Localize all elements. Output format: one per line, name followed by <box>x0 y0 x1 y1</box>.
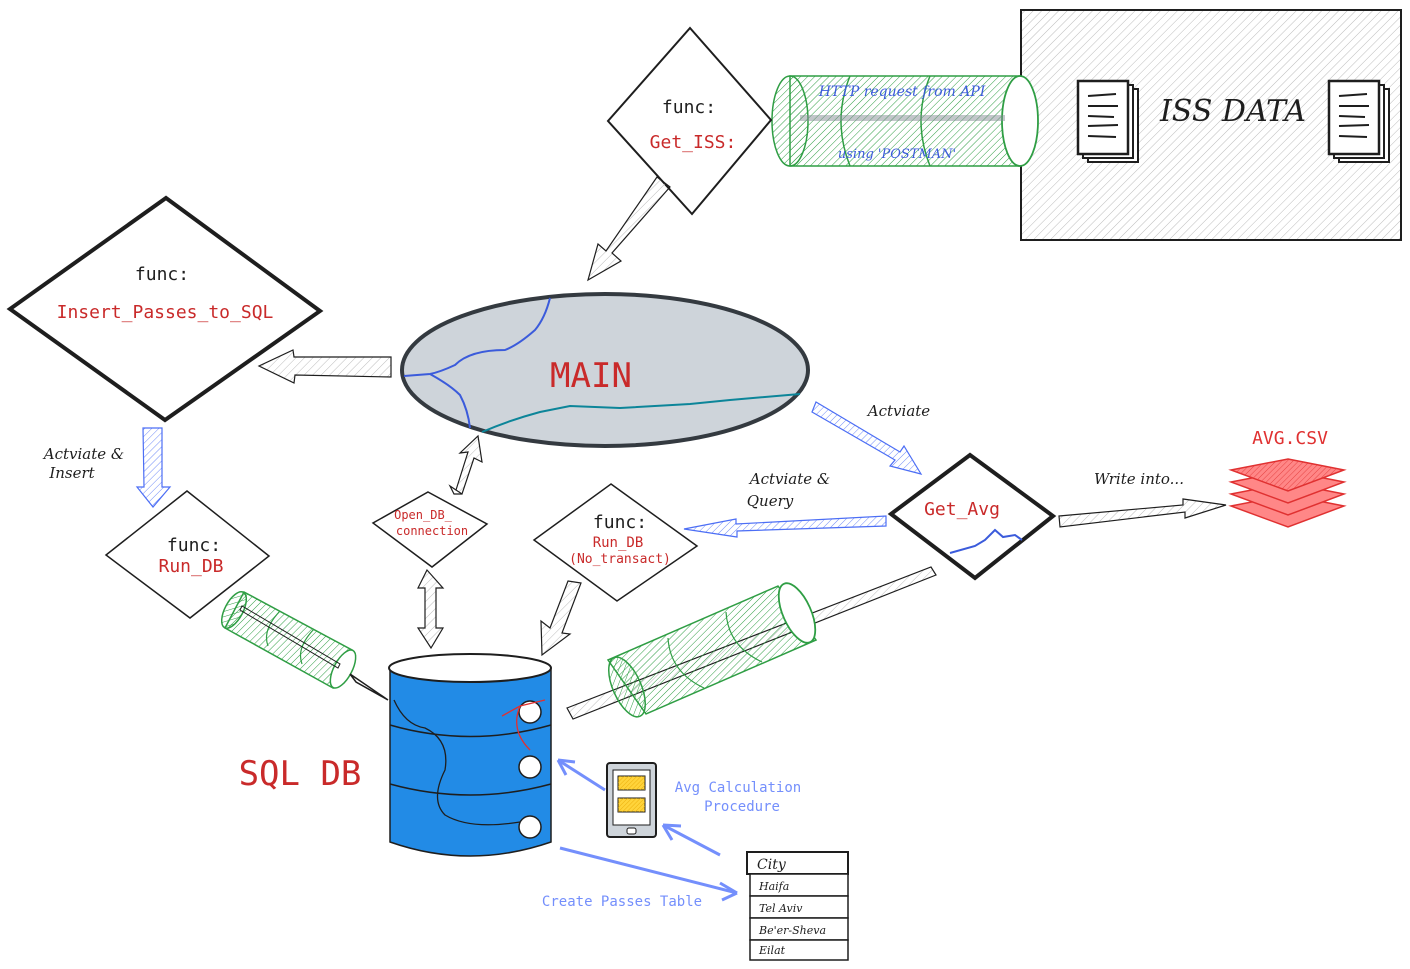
annotation-write-into: Write into... <box>1094 470 1184 488</box>
document-stack-icon <box>1076 79 1139 163</box>
avg-csv-label: AVG.CSV <box>1252 428 1328 449</box>
run-db-mid-sub: (No_transact) <box>569 552 671 567</box>
open-db-line1: Open_DB_ <box>394 508 453 522</box>
city-table-row: Be'er-Sheva <box>758 924 826 937</box>
arrow-main-to-insert <box>257 349 392 384</box>
get-avg-name: Get_Avg <box>924 499 1000 520</box>
avg-procedure-line2: Procedure <box>704 799 780 815</box>
api-pipe: HTTP request from API using 'POSTMAN' <box>771 75 1039 167</box>
iss-data-title: ISS DATA <box>1159 94 1306 129</box>
city-table-row: Eilat <box>758 944 786 957</box>
document-stack-icon <box>1327 79 1390 163</box>
avg-procedure-line1: Avg Calculation <box>675 780 801 796</box>
sqldb-to-getavg-pipe <box>566 566 937 720</box>
run-db-left-name: Run_DB <box>158 556 223 577</box>
insert-func-label: func: <box>135 264 189 285</box>
api-postman-text: using 'POSTMAN' <box>838 147 956 162</box>
city-table-row: Tel Aviv <box>759 902 803 915</box>
get-iss-node: func: Get_ISS: <box>606 26 773 216</box>
arrow-getavg-to-rundb <box>683 515 887 538</box>
annotation-activate-query-line1: Actviate & <box>748 470 831 488</box>
arrow-rundb-mid-to-sqldb <box>540 580 582 657</box>
get-iss-func-label: func: <box>662 97 716 118</box>
get-iss-name: Get_ISS: <box>650 132 737 153</box>
run-db-left-func-label: func: <box>167 535 221 556</box>
database-cylinder-icon <box>388 653 552 857</box>
get-avg-node: Get_Avg <box>887 452 1057 581</box>
iss-data-box: ISS DATA <box>1020 9 1402 241</box>
city-table-row: Haifa <box>758 880 789 893</box>
run-db-mid-name: Run_DB <box>593 535 644 551</box>
sql-db-label: SQL DB <box>239 754 362 794</box>
city-table-header: City <box>757 857 787 873</box>
arrow-main-to-getavg <box>811 401 923 475</box>
arrow-insert-to-rundb <box>135 427 172 508</box>
rundb-left-pipe <box>220 590 389 701</box>
run-db-mid-func-label: func: <box>593 512 647 533</box>
main-node: MAIN <box>400 292 810 448</box>
annotation-activate-insert-line2: Insert <box>48 464 95 482</box>
run-db-mid-node: func: Run_DB (No_transact) <box>532 483 699 602</box>
open-db-line2: connection <box>396 524 468 538</box>
arrow-getiss-to-main <box>587 176 671 282</box>
annotation-activate: Actviate <box>866 402 931 420</box>
insert-passes-node: func: Insert_Passes_to_SQL <box>6 195 324 423</box>
city-table: City Haifa Tel Aviv Be'er-Sheva Eilat <box>746 851 849 961</box>
annotation-activate-query-line2: Query <box>747 492 794 510</box>
main-label: MAIN <box>550 356 632 396</box>
arrow-getavg-to-csv <box>1058 498 1227 528</box>
arrow-main-opendb <box>448 434 483 495</box>
annotation-activate-insert-line1: Actviate & <box>42 445 125 463</box>
arrow-opendb-sqldb <box>416 568 445 650</box>
tablet-device-icon <box>606 762 657 838</box>
api-request-text: HTTP request from API <box>818 84 986 100</box>
run-db-left-node: func: Run_DB <box>104 490 271 619</box>
layers-stack-icon <box>1228 458 1347 528</box>
light-blue-arrows <box>556 758 738 902</box>
insert-name: Insert_Passes_to_SQL <box>57 302 274 323</box>
create-passes-table-text: Create Passes Table <box>542 894 702 910</box>
open-db-connection-node: Open_DB_ connection <box>371 491 489 568</box>
